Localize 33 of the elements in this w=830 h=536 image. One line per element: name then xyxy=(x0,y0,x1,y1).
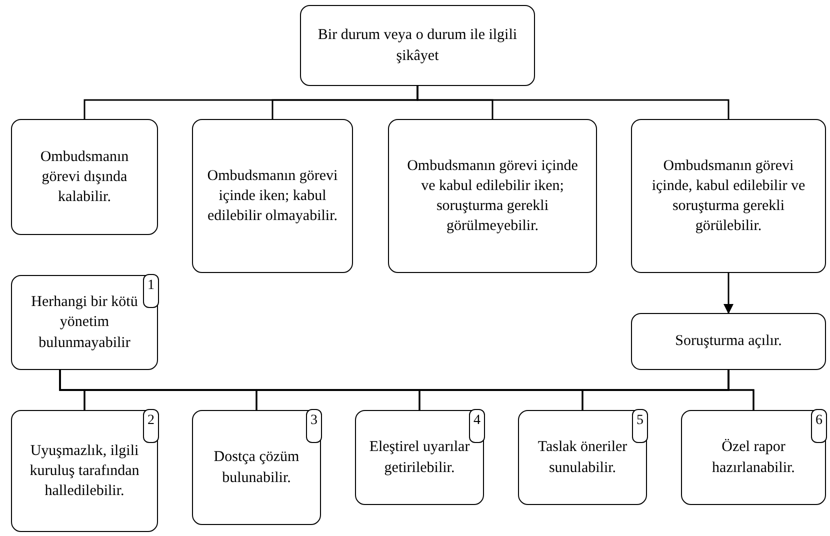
box-text: Bir durum veya o durum ile ilgili şikâyet xyxy=(316,26,518,66)
box-text: Ombudsmanın görevi içinde iken; kabul edilebilir olmayabilir. xyxy=(206,166,339,226)
callout-number: 6 xyxy=(811,409,827,443)
box-text: Herhangi bir kötü yönetim bulunmayabilir xyxy=(30,293,139,353)
rounded-box xyxy=(192,410,321,525)
rounded-box xyxy=(631,119,826,273)
rounded-box xyxy=(681,410,826,505)
rounded-box xyxy=(11,275,158,370)
box-text: Taslak öneriler sunulabilir. xyxy=(536,438,628,478)
rounded-box xyxy=(11,410,158,532)
box-text: Ombudsmanın görevi dışında kalabilir. xyxy=(39,148,130,208)
callout-number: 4 xyxy=(469,409,485,443)
rounded-box xyxy=(631,313,826,370)
box-text: Ombudsmanın görevi içinde ve kabul edilebilir iken; soruşturma gerekli görülmeyebilir. xyxy=(406,156,579,236)
rounded-box xyxy=(388,119,597,273)
callout-number: 3 xyxy=(306,409,322,443)
callout-number: 5 xyxy=(632,409,648,443)
rounded-box xyxy=(518,410,647,505)
rounded-box xyxy=(300,5,535,86)
connector-line xyxy=(724,273,734,314)
rounded-box xyxy=(11,119,158,235)
callout-number: 2 xyxy=(143,409,159,443)
box-text: Eleştirel uyarılar getirilebilir. xyxy=(368,438,471,478)
connector-line xyxy=(416,86,730,119)
connector-line xyxy=(728,370,754,410)
box-text: Uyuşmazlık, ilgili kuruluş tarafından halledilebilir. xyxy=(28,442,140,502)
box-text: Ombudsmanın görevi içinde, kabul edilebilir ve soruşturma gerekli görülebilir. xyxy=(650,156,806,236)
callout-number: 1 xyxy=(143,274,159,308)
box-text: Dostça çözüm bulunabilir. xyxy=(212,448,300,488)
box-text: Soruşturma açılır. xyxy=(675,332,782,352)
box-text: Özel rapor hazırlanabilir. xyxy=(711,438,796,478)
rounded-box xyxy=(192,119,353,273)
rounded-box xyxy=(355,410,484,505)
